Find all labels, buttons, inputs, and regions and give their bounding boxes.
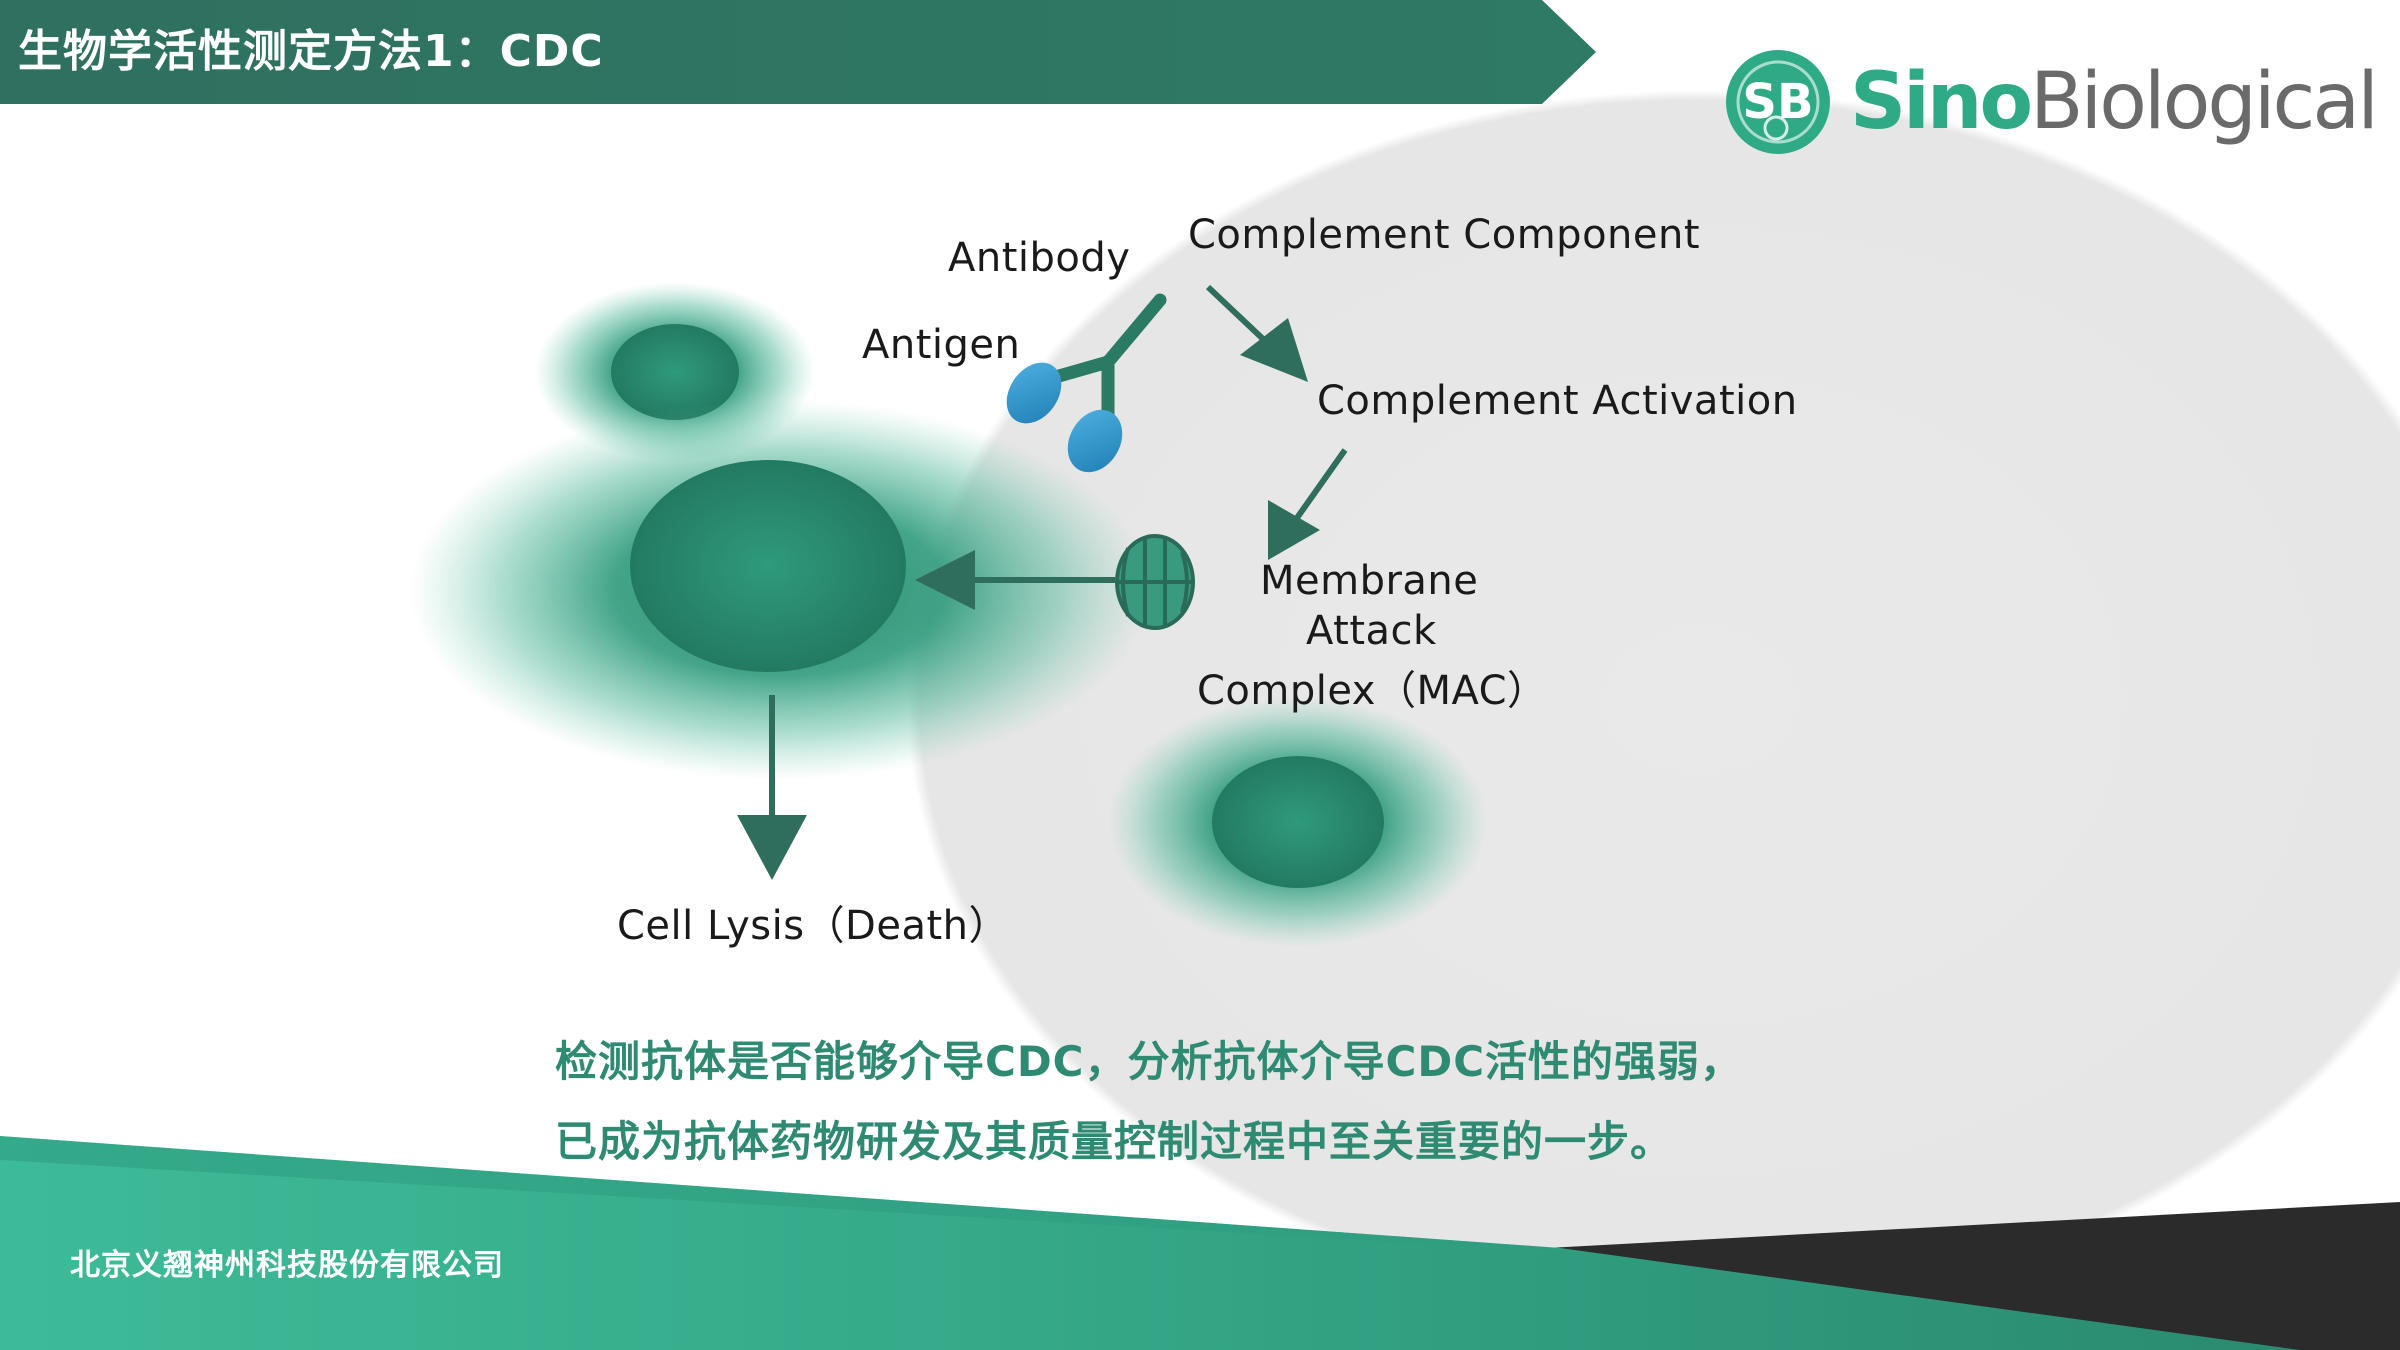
logo-wordmark: SinoBiological bbox=[1850, 52, 2379, 152]
logo-name-sino: Sino bbox=[1850, 57, 2033, 147]
logo-badge: SB bbox=[1742, 74, 1813, 130]
caption-line-1: 检测抗体是否能够介导CDC，分析抗体介导CDC活性的强弱， bbox=[555, 1037, 1744, 1086]
logo-name-biological: Biological bbox=[2030, 57, 2379, 147]
label-antigen: Antigen bbox=[862, 322, 1021, 368]
arrow-cell-to-lysis bbox=[737, 695, 807, 880]
label-antibody: Antibody bbox=[948, 235, 1131, 281]
label-complement-activation: Complement Activation bbox=[1317, 378, 1798, 424]
company-name: 北京义翘神州科技股份有限公司 bbox=[70, 1248, 504, 1283]
page-title: 生物学活性测定方法1：CDC bbox=[18, 26, 604, 77]
footer-band bbox=[0, 1136, 2400, 1350]
label-cell-lysis: Cell Lysis（Death） bbox=[617, 903, 1010, 949]
label-complement-component: Complement Component bbox=[1188, 212, 1701, 258]
label-mac-line3: Complex（MAC） bbox=[1197, 668, 1548, 714]
mac-pore-icon bbox=[1115, 534, 1195, 630]
arrow-activation-to-mac bbox=[1268, 448, 1348, 560]
logo: SB bbox=[1726, 50, 1830, 154]
label-mac-line1: Membrane bbox=[1260, 558, 1479, 604]
antigen-icon bbox=[1006, 362, 1123, 473]
caption-line-2: 已成为抗体药物研发及其质量控制过程中至关重要的一步。 bbox=[555, 1117, 1674, 1166]
arrow-component-to-activation bbox=[1205, 284, 1308, 382]
label-mac-line2: Attack bbox=[1306, 608, 1437, 654]
small-cell-bottom-right bbox=[1108, 697, 1488, 947]
arrow-mac-to-cell bbox=[915, 550, 1115, 610]
target-cell bbox=[410, 400, 1150, 780]
title-banner bbox=[0, 0, 1596, 104]
